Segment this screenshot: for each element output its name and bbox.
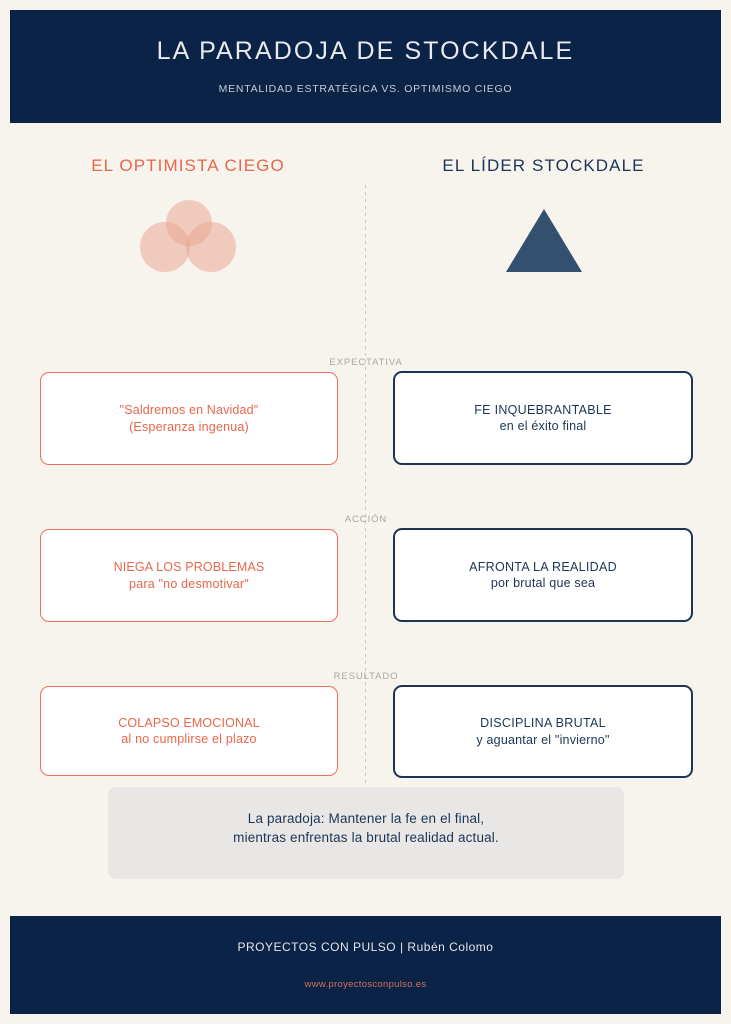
card-line-1: COLAPSO EMOCIONAL	[118, 715, 260, 730]
circle-right-icon	[186, 222, 236, 272]
card-line-2: en el éxito final	[499, 419, 587, 433]
row-label-accion: ACCIÓN	[344, 514, 388, 525]
card-line-1: FE INQUEBRANTABLE	[474, 402, 612, 417]
row-3-left-card: COLAPSO EMOCIONAL al no cumplirse el pla…	[40, 686, 338, 776]
card-line-1: DISCIPLINA BRUTAL	[480, 716, 606, 730]
header-banner: LA PARADOJA DE STOCKDALE MENTALIDAD ESTR…	[10, 10, 721, 123]
page-subtitle: MENTALIDAD ESTRATÉGICA VS. OPTIMISMO CIE…	[218, 82, 513, 95]
column-heading-left: EL OPTIMISTA CIEGO	[91, 156, 285, 175]
icon-zone-left	[10, 200, 366, 285]
card-line-2: al no cumplirse el plazo	[121, 732, 257, 746]
triangle-icon	[505, 209, 582, 272]
card-line-2: para "no desmotivar"	[129, 576, 249, 591]
footer-banner: PROYECTOS CON PULSO | Rubén Colomo www.p…	[10, 916, 721, 1014]
card-line-1: AFRONTA LA REALIDAD	[469, 559, 617, 574]
card-line-1: "Saldremos en Navidad"	[119, 403, 259, 417]
row-2-right-card: AFRONTA LA REALIDAD por brutal que sea	[393, 528, 693, 622]
circle-left-icon	[140, 222, 190, 272]
footer-brand: PROYECTOS CON PULSO | Rubén Colomo	[237, 939, 494, 954]
card-line-2: (Esperanza ingenua)	[129, 419, 249, 434]
icon-zone-right	[366, 200, 721, 285]
conclusion-line-1: La paradoja: Mantener la fe en el final,	[247, 811, 485, 826]
row-2-left-card: NIEGA LOS PROBLEMAS para "no desmotivar"	[40, 529, 338, 622]
card-line-2: por brutal que sea	[490, 576, 596, 590]
card-line-2: y aguantar el "invierno"	[476, 732, 610, 747]
row-label-resultado: RESULTADO	[333, 671, 399, 682]
row-label-expectativa: EXPECTATIVA	[329, 357, 403, 368]
page-title: LA PARADOJA DE STOCKDALE	[156, 36, 575, 65]
footer-website-link[interactable]: www.proyectosconpulso.es	[304, 978, 427, 990]
column-heading-right: EL LÍDER STOCKDALE	[442, 156, 645, 175]
conclusion-line-2: mientras enfrentas la brutal realidad ac…	[233, 830, 499, 846]
card-line-1: NIEGA LOS PROBLEMAS	[113, 560, 265, 574]
row-3-right-card: DISCIPLINA BRUTAL y aguantar el "inviern…	[393, 685, 693, 778]
three-overlapping-circles-icon	[140, 200, 236, 272]
center-divider	[365, 185, 366, 800]
conclusion-panel: La paradoja: Mantener la fe en el final,…	[108, 787, 624, 879]
row-1-right-card: FE INQUEBRANTABLE en el éxito final	[393, 371, 693, 465]
row-1-left-card: "Saldremos en Navidad" (Esperanza ingenu…	[40, 372, 338, 465]
conclusion-text: La paradoja: Mantener la fe en el final,…	[233, 809, 499, 847]
